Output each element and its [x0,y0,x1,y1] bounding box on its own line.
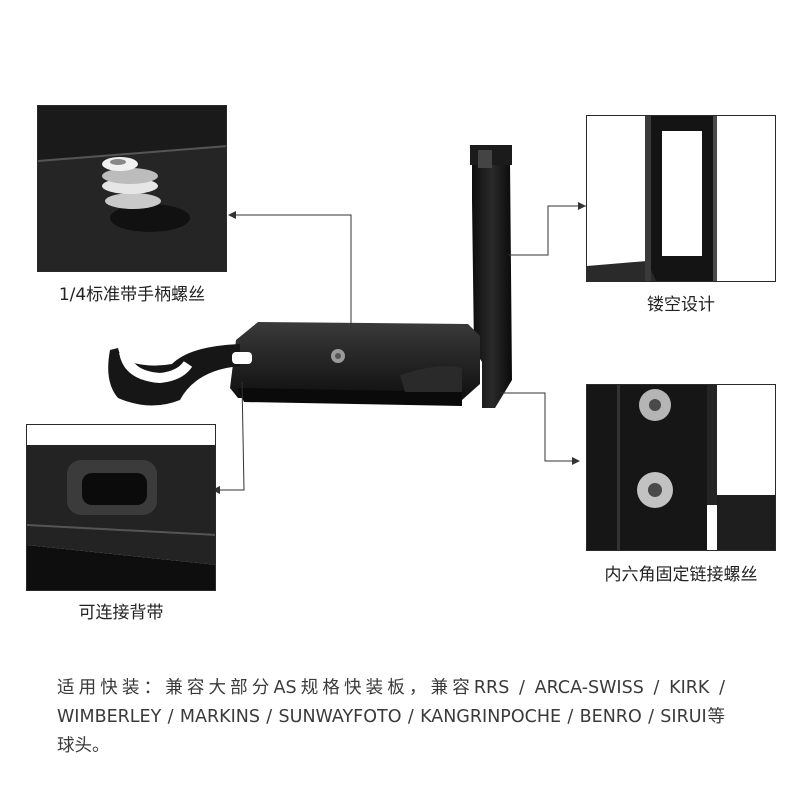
hex-screw-callout-label: 内六角固定链接螺丝 [604,565,758,585]
screw-detail-image [38,106,226,271]
strap-detail-image [27,425,215,590]
hollow-detail-image [587,116,775,281]
strap-detail-panel [26,424,216,591]
compatibility-text: 适用快装：兼容大部分AS规格快装板，兼容RRS / ARCA-SWISS / K… [57,678,725,756]
strap-callout-label: 可连接背带 [78,603,164,623]
hex-screw-detail-image [587,385,775,550]
hollow-detail-panel [586,115,776,282]
hex-screw-detail-panel [586,384,776,551]
screw-detail-panel [37,105,227,272]
hollow-callout-label: 镂空设计 [647,295,715,315]
screw-callout-label: 1/4标准带手柄螺丝 [58,285,206,305]
